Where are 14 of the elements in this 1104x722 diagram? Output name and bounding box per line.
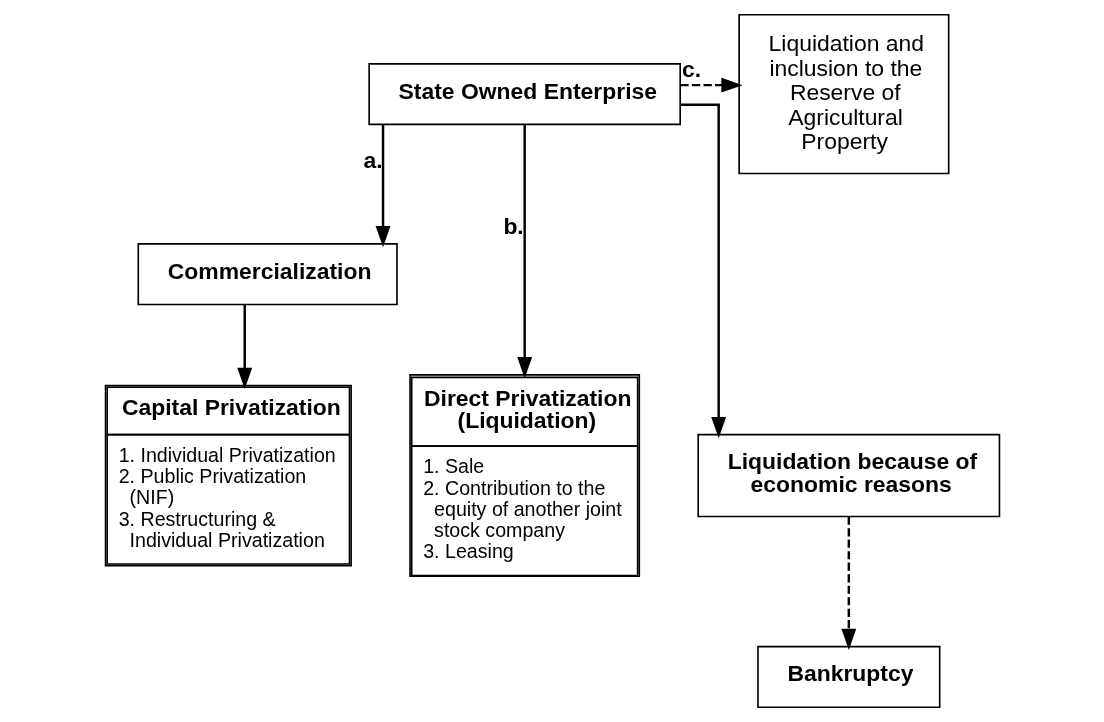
arrow [375, 124, 390, 248]
arrow [680, 77, 743, 93]
arrow [679, 103, 726, 439]
node-box: Liquidation because of economic reasons [696, 433, 1000, 518]
node-box: Bankruptcy [756, 645, 940, 709]
arrow [236, 304, 252, 390]
edge-label: a. [362, 147, 383, 174]
node-box: State Owned Enterprise [367, 63, 681, 126]
edge-label: b. [502, 212, 524, 239]
node-box: Liquidation and inclusion to the Reserve of Agricultural Property [737, 13, 950, 175]
node-box: Commercialization [136, 243, 398, 306]
edge-label: c. [681, 56, 701, 83]
arrow [516, 124, 532, 379]
arrow [840, 516, 856, 651]
